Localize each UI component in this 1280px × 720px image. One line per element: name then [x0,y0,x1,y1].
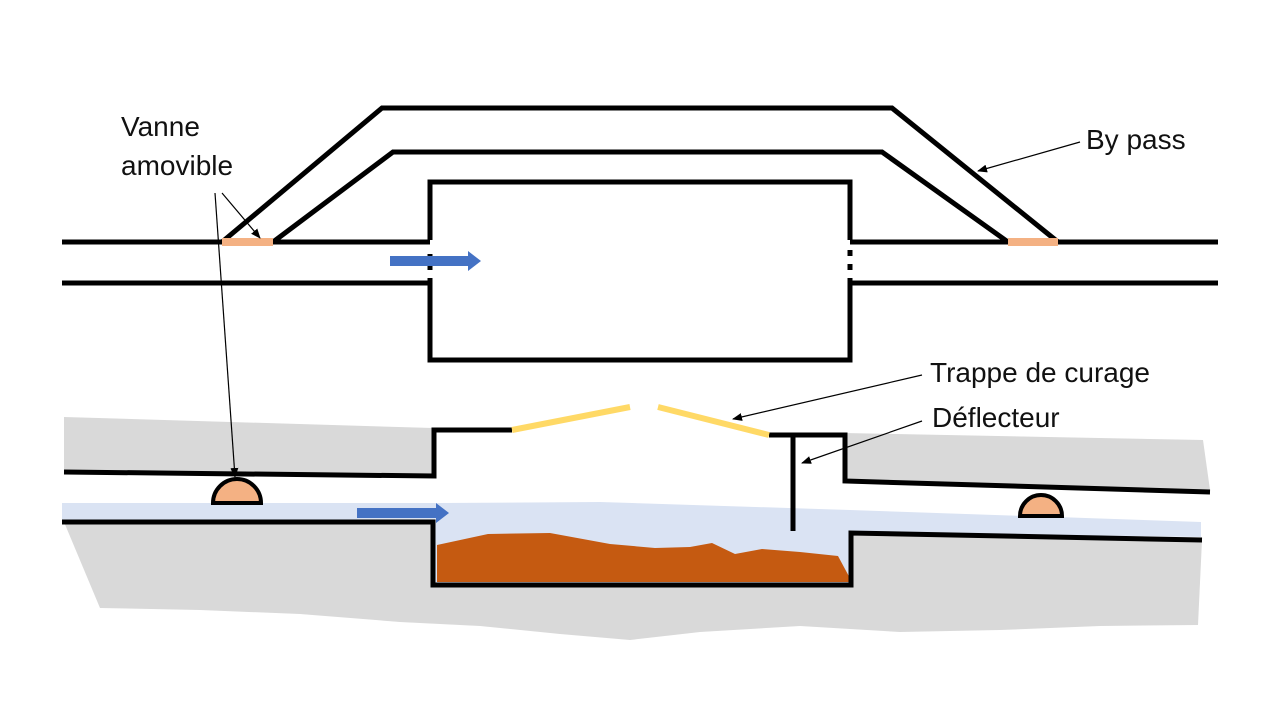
hatch-flap-left [511,404,631,433]
hatch-flap-right [657,404,770,438]
label-deflecteur: Déflecteur [932,402,1060,433]
section-view [62,404,1211,640]
sediment [437,533,852,582]
leader-bypass [977,141,1081,173]
leader-trappe [732,374,923,421]
pipe-crown-left [63,427,512,479]
label-bypass: By pass [1086,124,1186,155]
valve-left-section [210,477,264,505]
annotations: Vanne amovible By pass Trappe de curage … [121,111,1186,478]
valve-left-plan [222,238,273,246]
valve-right-section [1017,493,1065,518]
label-vanne-line1: Vanne [121,111,200,142]
top-view [62,105,1218,363]
ground-upper-right [843,433,1210,490]
ground-upper-left [64,417,433,475]
water [62,502,1201,585]
pipe-invert-left [62,519,1203,588]
bypass-inner-wall [271,149,1010,245]
ground-lower [64,522,1202,640]
label-trappe: Trappe de curage [930,357,1150,388]
leader-deflecteur [801,420,923,464]
flow-arrow-icon-section [357,503,449,523]
flow-arrow-icon-top [390,251,481,271]
label-vanne-line2: amovible [121,150,233,181]
bypass-outer-wall [220,105,1060,244]
leader-vanne-plan [221,192,261,239]
settling-box-plan [427,179,853,363]
pipe-crown-right [769,432,1211,495]
valve-right-plan [1008,238,1058,246]
leader-vanne-section [214,192,239,478]
